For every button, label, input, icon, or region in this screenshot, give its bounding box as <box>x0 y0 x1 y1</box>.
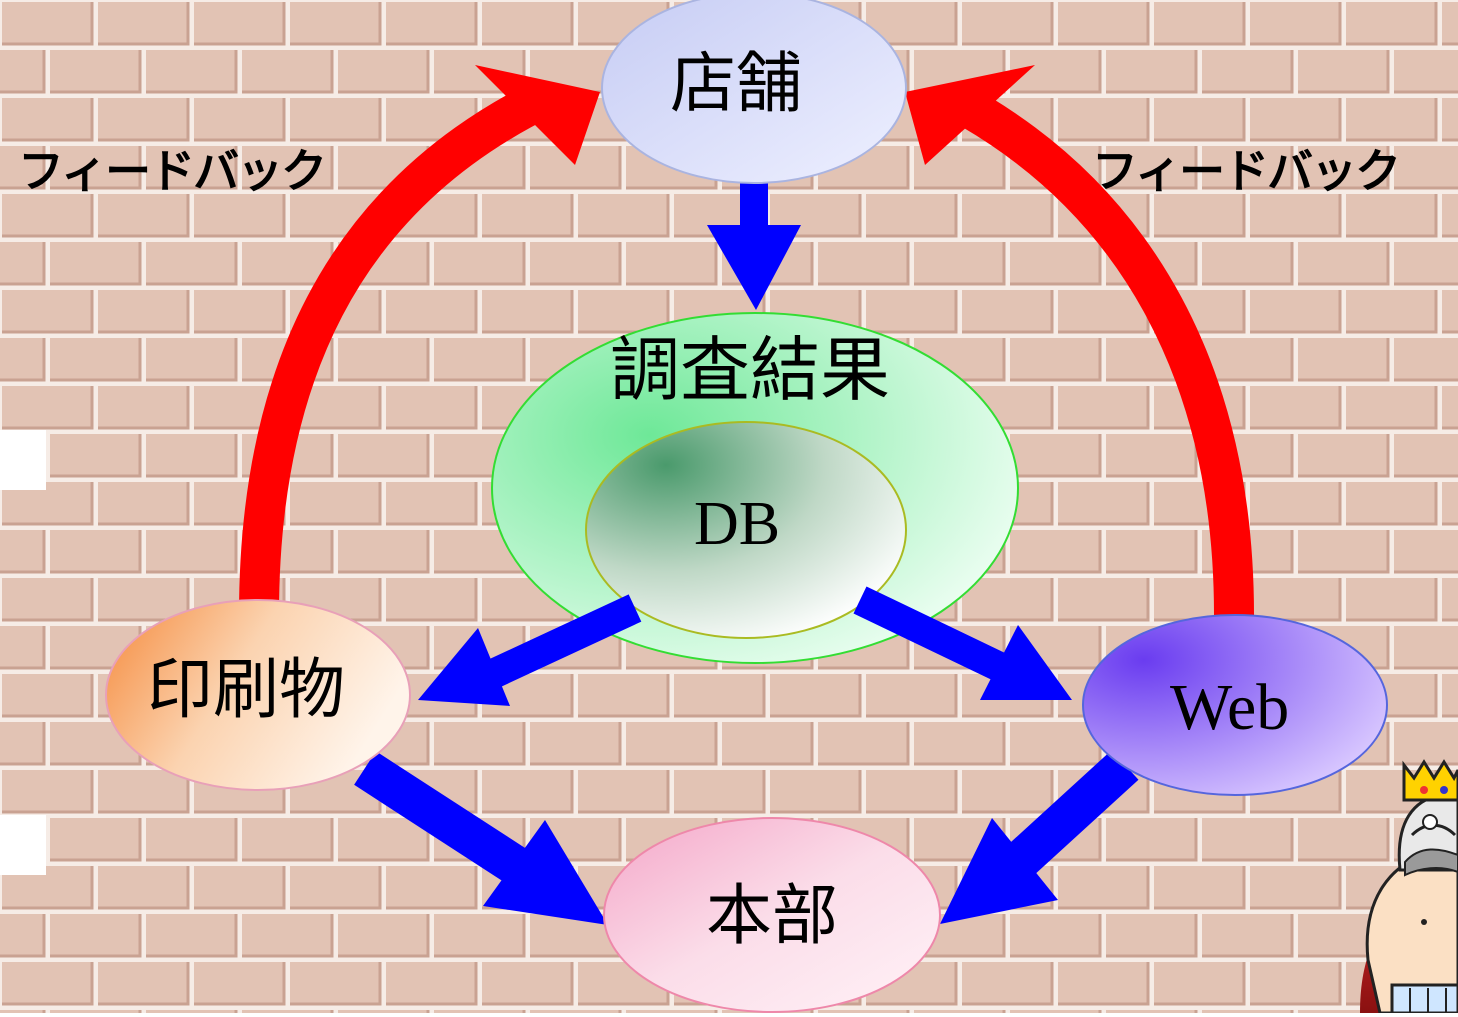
print-label: 印刷物 <box>147 651 345 728</box>
left-edge-box-upper <box>0 430 46 490</box>
db-label: DB <box>694 490 781 558</box>
store-ellipse <box>601 0 907 184</box>
flow-arrow-db-to-print <box>418 594 642 706</box>
db-ellipse <box>585 421 907 639</box>
feedback-label-left: フィードバック <box>18 144 327 198</box>
feedback-arrow-right <box>905 65 1254 616</box>
flow-arrow-web-to-hq <box>940 750 1139 924</box>
flow-arrow-print-to-hq <box>354 751 608 925</box>
survey-results-label: 調査結果 <box>610 329 890 411</box>
flow-arrow-store-to-survey <box>707 180 801 310</box>
web-label: Web <box>1170 671 1290 744</box>
store-label: 店舗 <box>670 45 802 122</box>
feedback-label-right: フィードバック <box>1092 144 1401 198</box>
web-ellipse <box>1082 614 1388 796</box>
feedback-arrow-left <box>239 65 600 616</box>
left-edge-box-lower <box>0 815 46 875</box>
print-ellipse <box>105 599 411 791</box>
hq-ellipse <box>603 817 941 1013</box>
king-character-image <box>1360 759 1458 1015</box>
hq-label: 本部 <box>706 877 838 954</box>
flow-arrow-db-to-web <box>853 586 1072 700</box>
